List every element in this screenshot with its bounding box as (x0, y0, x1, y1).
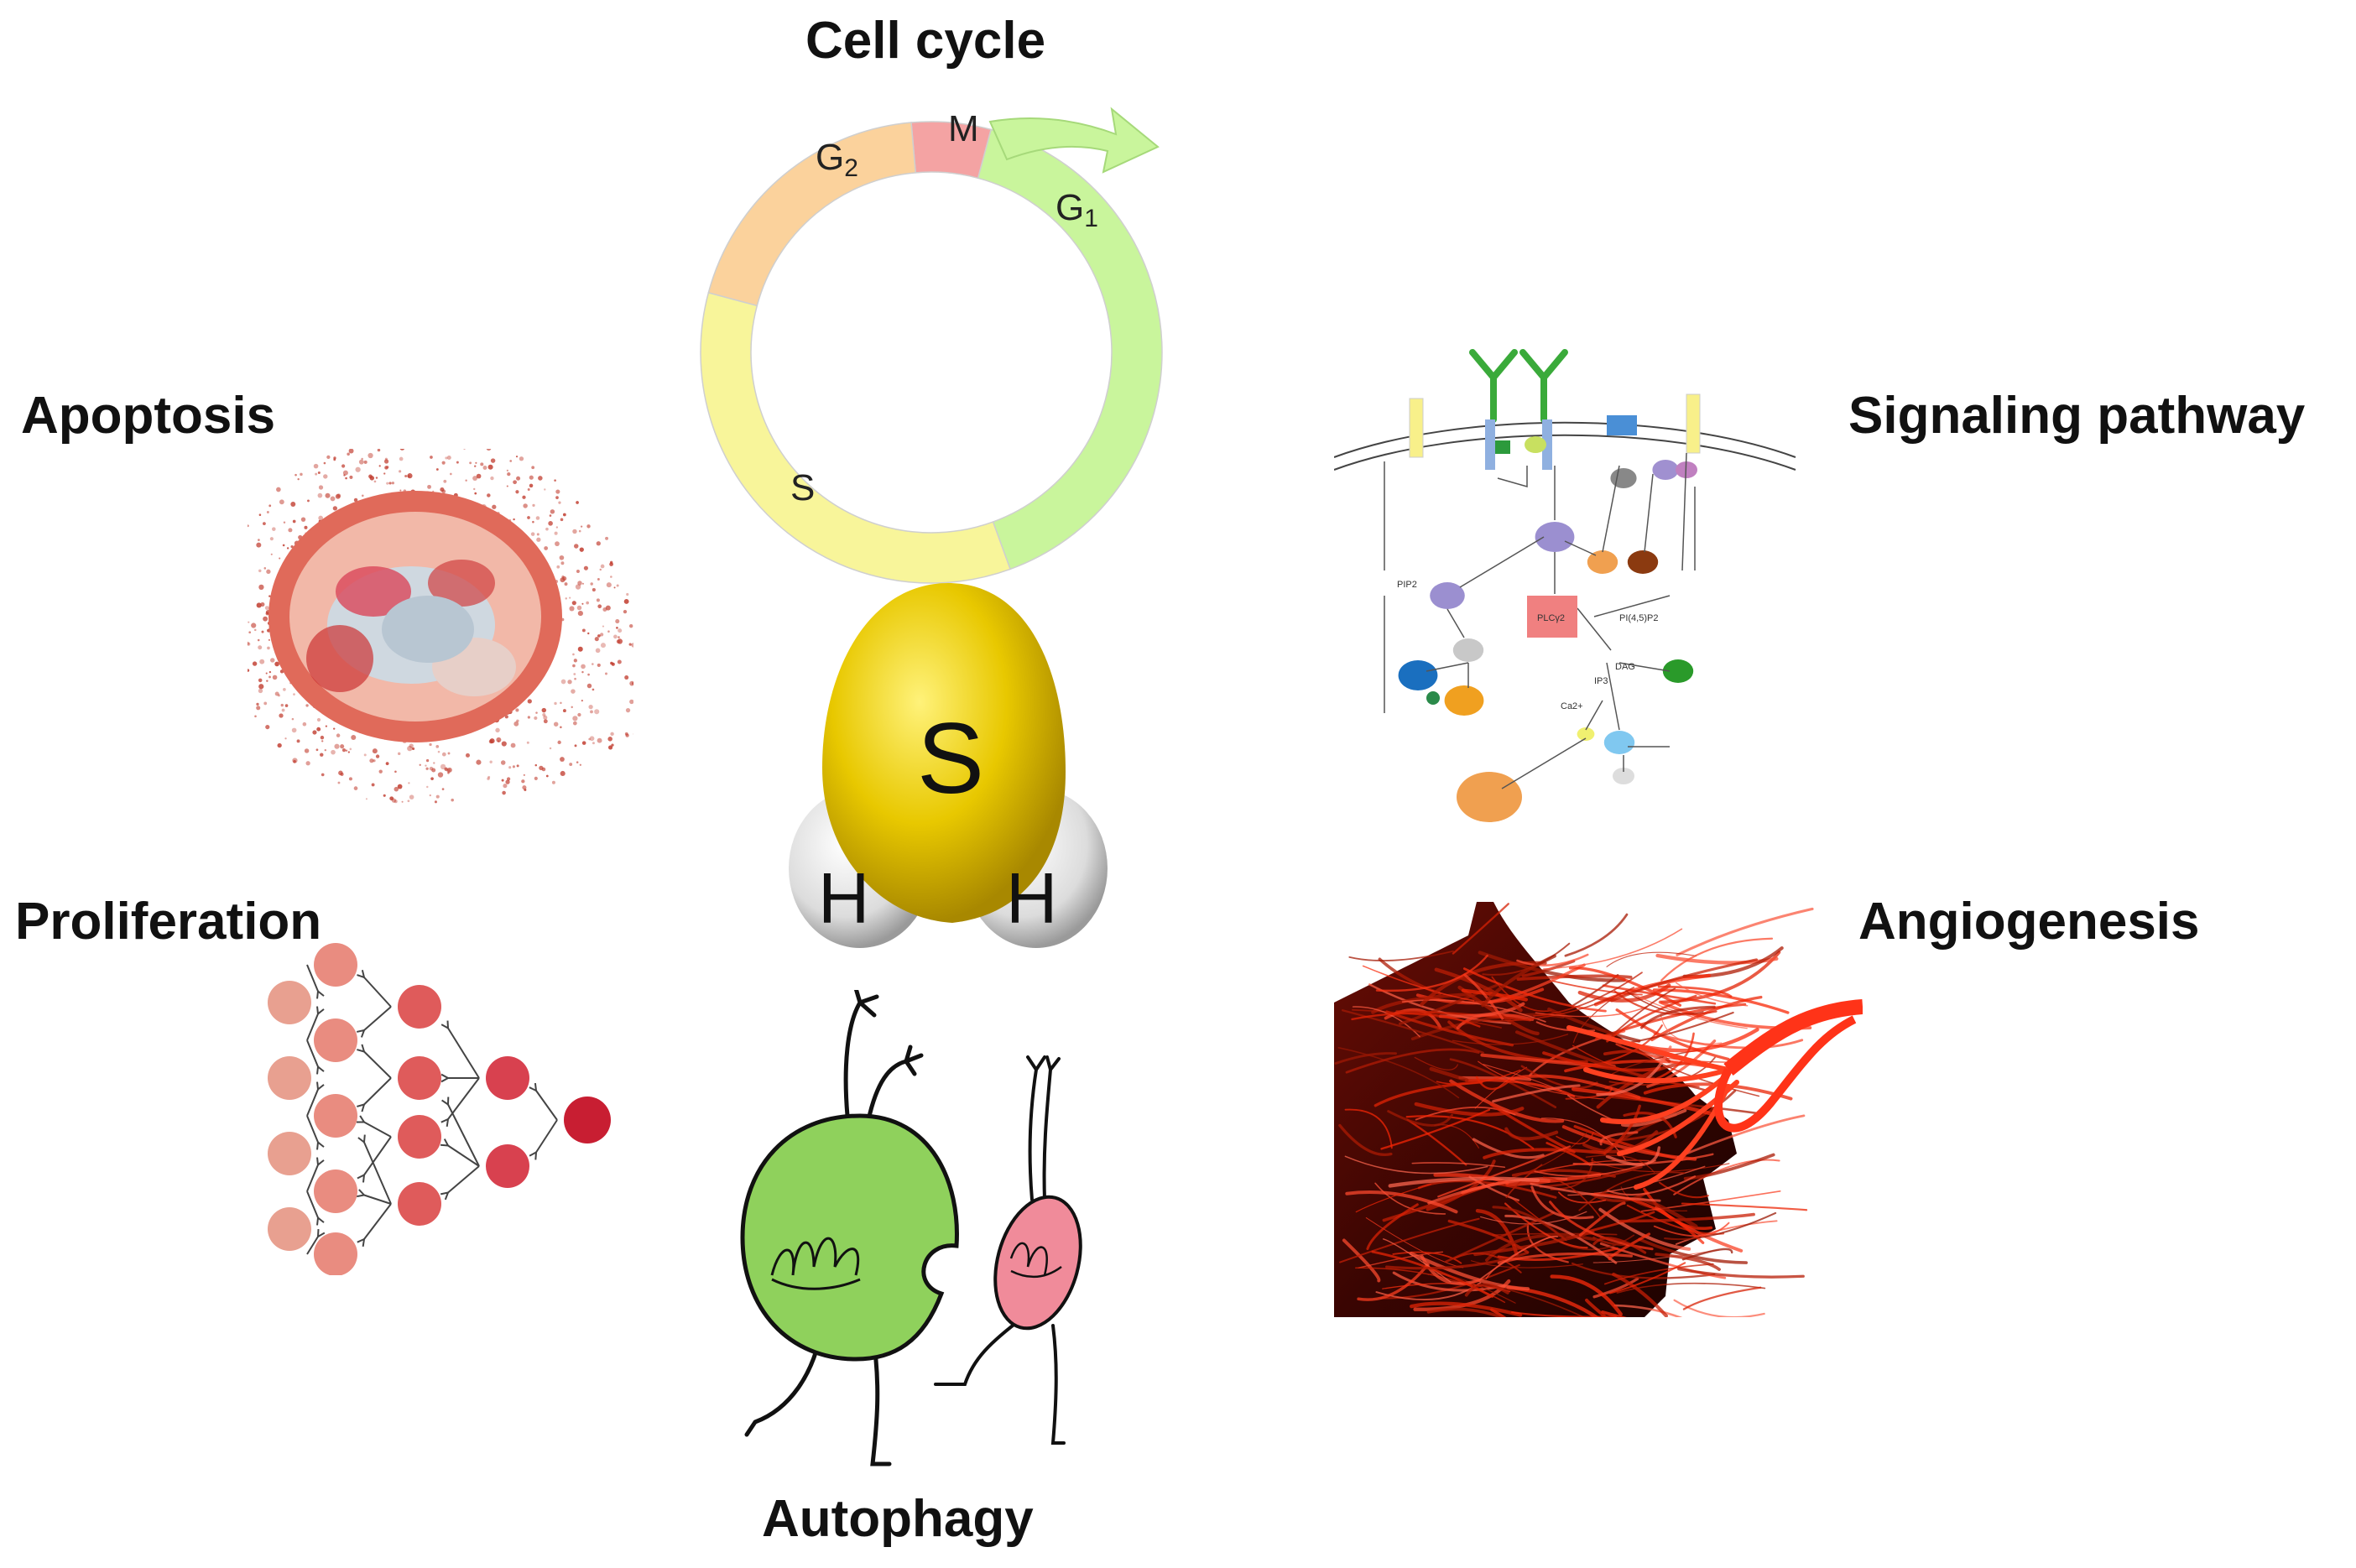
signaling-pathway-title: Signaling pathway (1848, 387, 2306, 445)
pip2-label: PIP2 (1397, 580, 1417, 590)
cell (314, 1169, 357, 1213)
phase-label-s: S (790, 467, 815, 508)
mitochondrion (993, 1195, 1082, 1331)
apoptosis-illustration (248, 449, 633, 804)
plcg2-node (1527, 596, 1577, 638)
pathway-nodes (1398, 436, 1697, 822)
cell (398, 985, 441, 1029)
autophagy-illustration (740, 990, 1082, 1466)
ip3-label: IP3 (1594, 676, 1608, 686)
dag-label: DAG (1615, 662, 1635, 672)
cell (268, 1132, 311, 1175)
cell (314, 943, 357, 987)
cell (486, 1144, 529, 1188)
blood-vessels (1334, 903, 1814, 1317)
h2s-molecule: S H H (789, 583, 1108, 948)
cell (314, 1232, 357, 1275)
angiogenesis-title: Angiogenesis (1858, 893, 2200, 951)
cell (268, 981, 311, 1024)
cell (268, 1207, 311, 1251)
phase-g1 (977, 128, 1163, 570)
cell (398, 1182, 441, 1226)
apoptosis-title: Apoptosis (21, 387, 276, 445)
cell (398, 1115, 441, 1159)
cell-cycle-title: Cell cycle (805, 12, 1046, 70)
sulfur-atom (822, 583, 1066, 923)
cell-cycle-ring (700, 121, 1163, 584)
proliferation-title: Proliferation (15, 893, 322, 951)
cell (268, 1056, 311, 1100)
phase-label-m: M (948, 108, 979, 149)
cell (486, 1056, 529, 1100)
autophagosome (740, 1113, 959, 1362)
cell-membrane-inner (1334, 434, 1796, 471)
cell-cycle-diagram: M G2 G1 S (700, 107, 1163, 584)
angiogenesis-illustration (1334, 902, 1863, 1317)
phase-label-g2: G2 (816, 137, 858, 182)
g1-exit-arrow (988, 107, 1160, 174)
b-cell-receptor (1469, 349, 1568, 423)
ca-label: Ca2+ (1561, 701, 1583, 711)
signaling-pathway-diagram: PLCγ2 IP3 DAG Ca2+ PIP2 PI(4,5)P2 (1334, 349, 1796, 822)
mitochondrion-cristae (1009, 1242, 1062, 1279)
sulfur-symbol: S (917, 702, 984, 815)
plcg2-label: PLCγ2 (1537, 613, 1565, 623)
cell-membrane-outer (1334, 421, 1796, 458)
engulfed-cristae (770, 1237, 861, 1290)
hydrogen-symbol-left: H (818, 859, 869, 939)
cell (314, 1094, 357, 1138)
main-vessel (1723, 999, 1863, 1076)
pi45p2-label: PI(4,5)P2 (1619, 613, 1658, 623)
phase-g2 (707, 122, 917, 307)
cell (398, 1056, 441, 1100)
hydrogen-symbol-right: H (1006, 859, 1057, 939)
phase-s (700, 291, 1012, 584)
cell (314, 1018, 357, 1062)
cell (564, 1097, 611, 1143)
pathway-arrows (1384, 452, 1696, 789)
dividing-cells (268, 943, 611, 1275)
proliferation-diagram (268, 943, 611, 1275)
phase-label-g1: G1 (1056, 187, 1098, 232)
autophagy-title: Autophagy (762, 1490, 1034, 1548)
